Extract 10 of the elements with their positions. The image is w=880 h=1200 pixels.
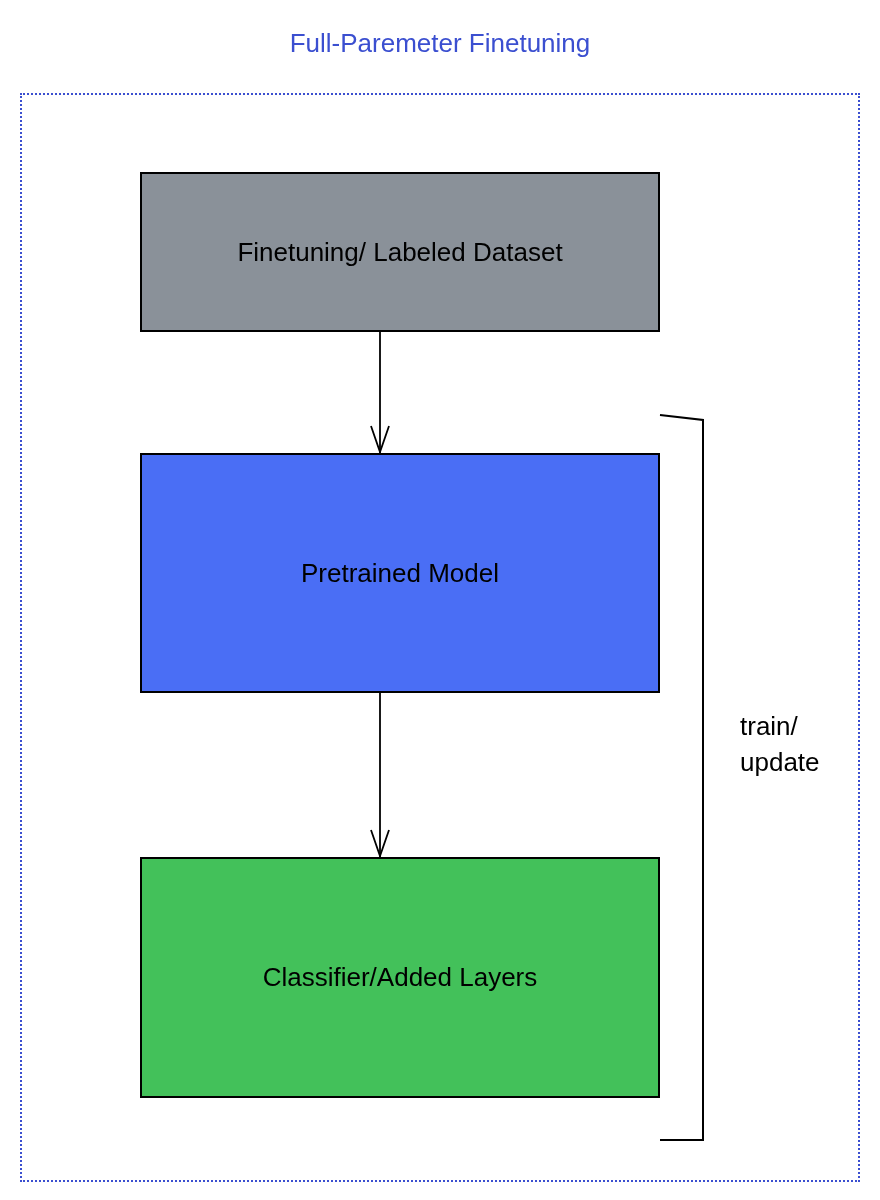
model-box <box>140 453 660 693</box>
arrow <box>370 692 390 858</box>
bracket-label: train/ update <box>740 710 821 779</box>
node-label: Finetuning/ Labeled Dataset <box>237 235 563 269</box>
classifier-box <box>140 857 660 1098</box>
node-label: Classifier/Added Layers <box>262 961 538 994</box>
dataset-box <box>140 172 660 332</box>
frame-label: Full-Paremeter Finetuning <box>288 27 592 60</box>
node-label: Pretrained Model <box>301 556 499 590</box>
arrow <box>370 331 390 454</box>
